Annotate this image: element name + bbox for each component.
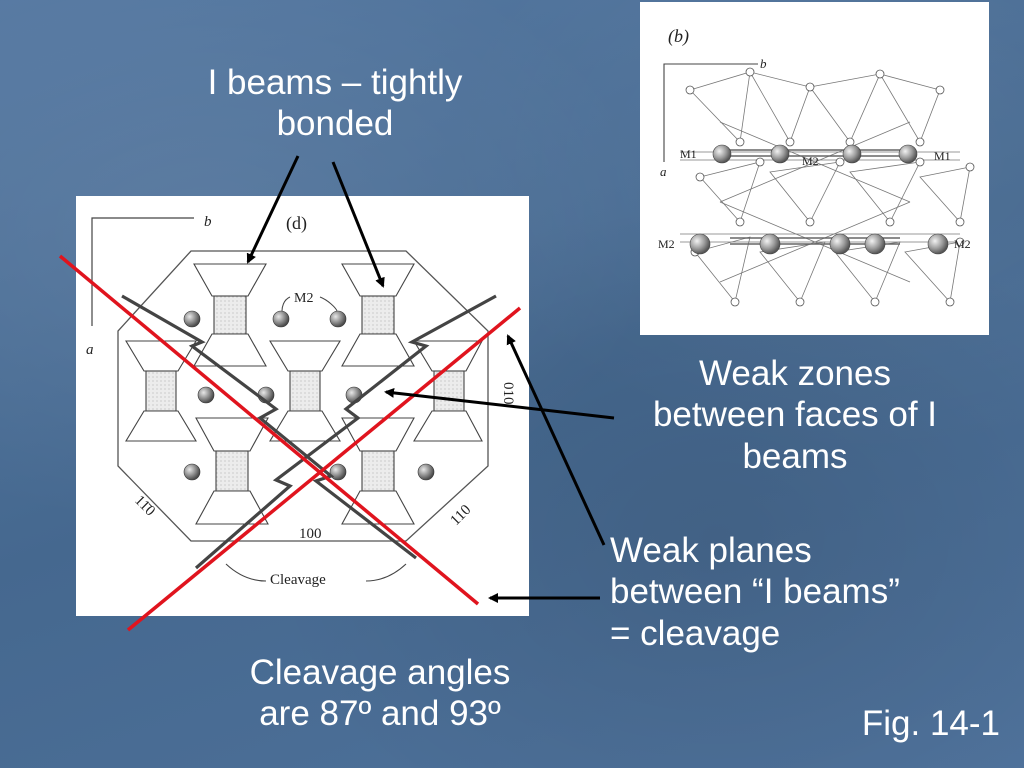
panel-d-tag: (d) — [286, 213, 307, 234]
m2-label-center: M2 — [802, 154, 819, 168]
weak-planes-line-3: = cleavage — [610, 613, 781, 653]
cleavage-angles-label: Cleavage angles are 87º and 93º — [200, 652, 560, 735]
face-010-label: 010 — [500, 382, 516, 405]
weak-zones-line-2: between faces of I — [652, 395, 938, 435]
ibeam-top-right — [341, 263, 415, 367]
cleavage-angles-line-2: are 87º and 93º — [259, 694, 501, 734]
ibeams-label: I beams – tightly bonded — [150, 62, 520, 145]
figure-label: Fig. 14-1 — [861, 704, 1000, 743]
m2-site-label: M2 — [294, 291, 313, 306]
m1-label-left: M1 — [680, 147, 697, 161]
m1-label-right: M1 — [934, 149, 951, 163]
axis-a-label-b: a — [660, 164, 667, 179]
weak-zones-label: Weak zones between faces of I beams — [620, 353, 970, 477]
arrow-weak-zones — [384, 387, 615, 420]
red-line-2 — [126, 306, 522, 632]
cleavage-zigzag — [121, 294, 497, 570]
arrow-weak-planes-up — [506, 334, 606, 546]
pyroxene-ibeam-diagram: b a (d) — [76, 196, 529, 616]
m2-leader-lines — [281, 296, 338, 312]
red-line-1 — [58, 254, 480, 606]
ibeam-top-left — [193, 263, 267, 367]
axis-b-label-d: b — [204, 214, 212, 230]
axes-b — [663, 63, 758, 162]
cleavage-bracket — [225, 563, 407, 582]
octagon-outline — [117, 250, 489, 542]
ibeams-label-line-2: bonded — [276, 104, 394, 144]
face-100-label: 100 — [299, 526, 322, 542]
arrow-ibeam-left — [246, 155, 300, 264]
cleavage-caption: Cleavage — [270, 572, 326, 588]
axes-d — [91, 217, 194, 326]
panel-b-tag: (b) — [668, 26, 689, 47]
weak-planes-line-2: between “I beams” — [610, 572, 900, 612]
pointer-arrows — [246, 155, 615, 603]
m2-label-right: M2 — [954, 237, 971, 251]
ibeam-mid-center — [269, 340, 341, 442]
arrow-ibeam-right — [331, 161, 385, 288]
ibeam-diagram-svg: b a (d) — [86, 213, 516, 588]
metal-cations — [689, 144, 949, 255]
weak-zones-line-3: beams — [742, 436, 848, 476]
ibeams-label-line-1: I beams – tightly — [207, 63, 463, 102]
cleavage-angles-line-1: Cleavage angles — [249, 653, 511, 692]
oxygen-atoms — [685, 67, 975, 307]
weak-planes-label: Weak planes between “I beams” = cleavage — [610, 530, 1020, 654]
weak-zones-line-1: Weak zones — [699, 354, 891, 393]
axis-a-label-d: a — [86, 342, 94, 358]
crystal-structure-svg: (b) b a — [658, 26, 975, 307]
red-cross-lines — [58, 254, 522, 632]
ibeam-bottom-left — [195, 417, 269, 525]
m2-label-left: M2 — [658, 237, 675, 251]
crystal-structure-diagram: (b) b a — [640, 2, 989, 335]
ibeam-group — [125, 263, 483, 525]
axis-b-label-b: b — [760, 56, 767, 71]
ibeam-mid-right — [413, 340, 483, 442]
weak-planes-line-1: Weak planes — [610, 531, 812, 570]
ibeam-mid-left — [125, 340, 197, 442]
m2-cations — [183, 310, 435, 481]
